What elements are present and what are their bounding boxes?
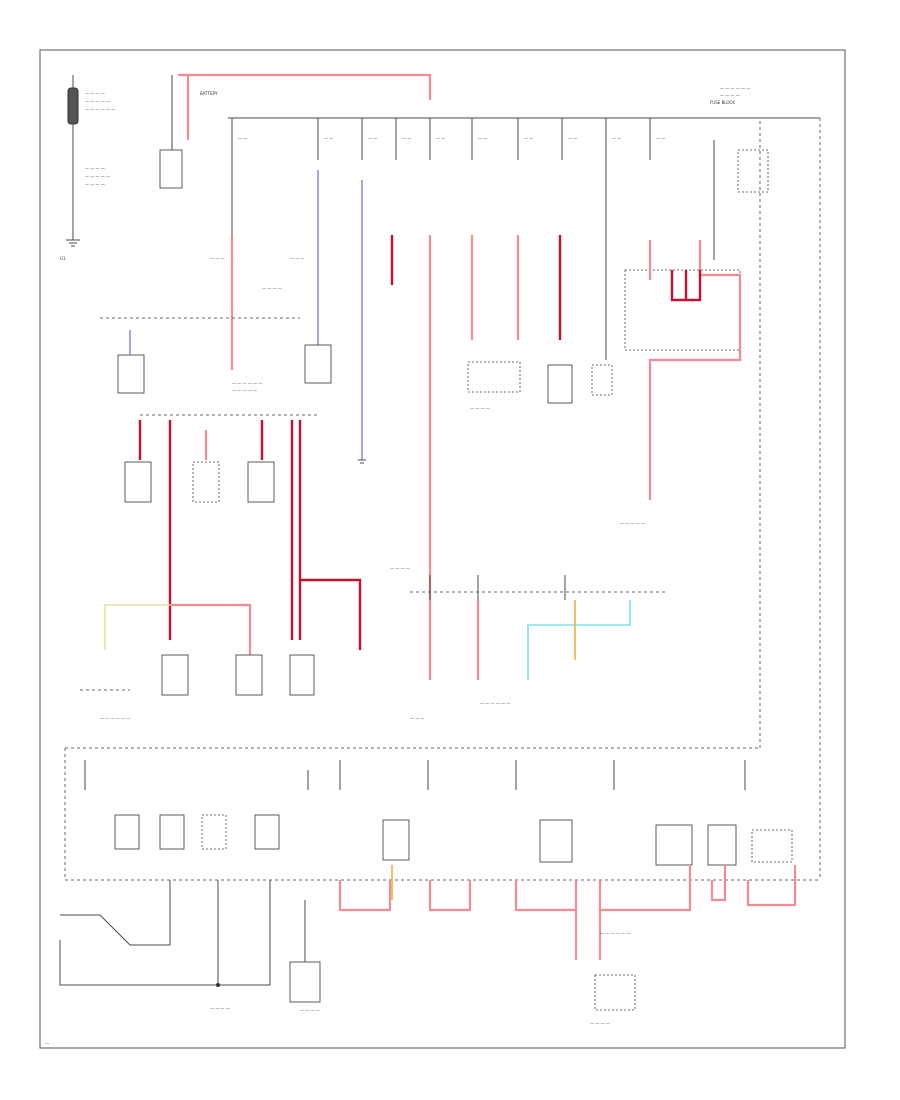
module-component-m xyxy=(539,819,573,863)
svg-text:— — —: — — — xyxy=(290,256,305,261)
module-component-k xyxy=(254,814,280,850)
svg-text:— — — — — —: — — — — — — xyxy=(480,701,510,706)
module-component-o xyxy=(707,824,737,866)
svg-text:— — — —: — — — — xyxy=(210,1006,230,1011)
ground-label: G1 xyxy=(60,256,66,261)
fuse-block-label: FUSE BLOCK xyxy=(710,100,735,105)
svg-text:— — — — —: — — — — — xyxy=(85,99,110,104)
svg-text:— — — — — —: — — — — — — xyxy=(100,716,130,721)
svg-text:— —: — — xyxy=(478,136,487,141)
fusible-link-component: — — — — — — — — — — — — — — — — — — — — … xyxy=(60,75,115,261)
svg-text:— — — —: — — — — xyxy=(300,1008,320,1013)
svg-text:— — — — —: — — — — — xyxy=(620,521,645,526)
lower-red-harness xyxy=(338,880,392,912)
module-component-h xyxy=(289,654,315,696)
battery-label: BATTERY xyxy=(200,91,218,96)
svg-text:— — — —: — — — — xyxy=(85,91,105,96)
svg-text:— — —: — — — xyxy=(410,716,425,721)
svg-text:— — — — — —: — — — — — — xyxy=(232,381,262,386)
starter-component xyxy=(159,149,183,189)
module-component-c xyxy=(547,364,573,404)
svg-text:— — — —: — — — — xyxy=(390,566,410,571)
svg-text:— — — —: — — — — xyxy=(590,1021,610,1026)
module-component-d xyxy=(124,461,152,503)
diagram-border xyxy=(39,49,846,1049)
svg-text:— — — —: — — — — xyxy=(85,166,105,171)
module-component-n xyxy=(655,824,693,866)
svg-text:— —: — — xyxy=(436,136,445,141)
cyan-wire xyxy=(527,600,631,680)
svg-text:— —: — — xyxy=(568,136,577,141)
module-component-l xyxy=(382,819,410,861)
module-component-i xyxy=(114,814,140,850)
module-component-f xyxy=(161,654,189,696)
svg-text:— — — — — —: — — — — — — xyxy=(720,86,750,91)
svg-text:— — — —: — — — — xyxy=(85,182,105,187)
svg-text:— —: — — xyxy=(524,136,533,141)
svg-text:— — — — —: — — — — — xyxy=(85,174,110,179)
module-component-b xyxy=(304,344,332,384)
top-fuse-drops xyxy=(231,118,769,260)
svg-text:— — —: — — — xyxy=(210,256,225,261)
svg-text:— — — —: — — — — xyxy=(262,286,282,291)
wire-labels: — — — — — — — — — — — — — — — — — — — — … xyxy=(100,136,665,1026)
svg-text:— —: — — xyxy=(656,136,665,141)
battery-main-feed xyxy=(178,73,432,100)
svg-text:— —: — — xyxy=(324,136,333,141)
svg-text:— —: — — xyxy=(238,136,247,141)
svg-text:— —: — — xyxy=(368,136,377,141)
footer-code: --- xyxy=(45,1041,50,1046)
svg-text:— — — — —: — — — — — xyxy=(232,388,257,393)
module-component-j xyxy=(159,814,185,850)
svg-text:— — — — — —: — — — — — — xyxy=(85,107,115,112)
module-component-e xyxy=(247,461,275,503)
module-component-a xyxy=(117,354,145,394)
module-component-p xyxy=(289,961,321,1003)
svg-text:— — — — — —: — — — — — — xyxy=(600,931,630,936)
svg-text:— —: — — xyxy=(402,136,411,141)
svg-text:— — — —: — — — — xyxy=(470,406,490,411)
relay-module xyxy=(624,240,742,500)
module-component-g xyxy=(235,654,263,696)
svg-text:— — — —: — — — — xyxy=(720,93,740,98)
svg-text:— —: — — xyxy=(612,136,621,141)
yellow-wire xyxy=(104,604,170,650)
